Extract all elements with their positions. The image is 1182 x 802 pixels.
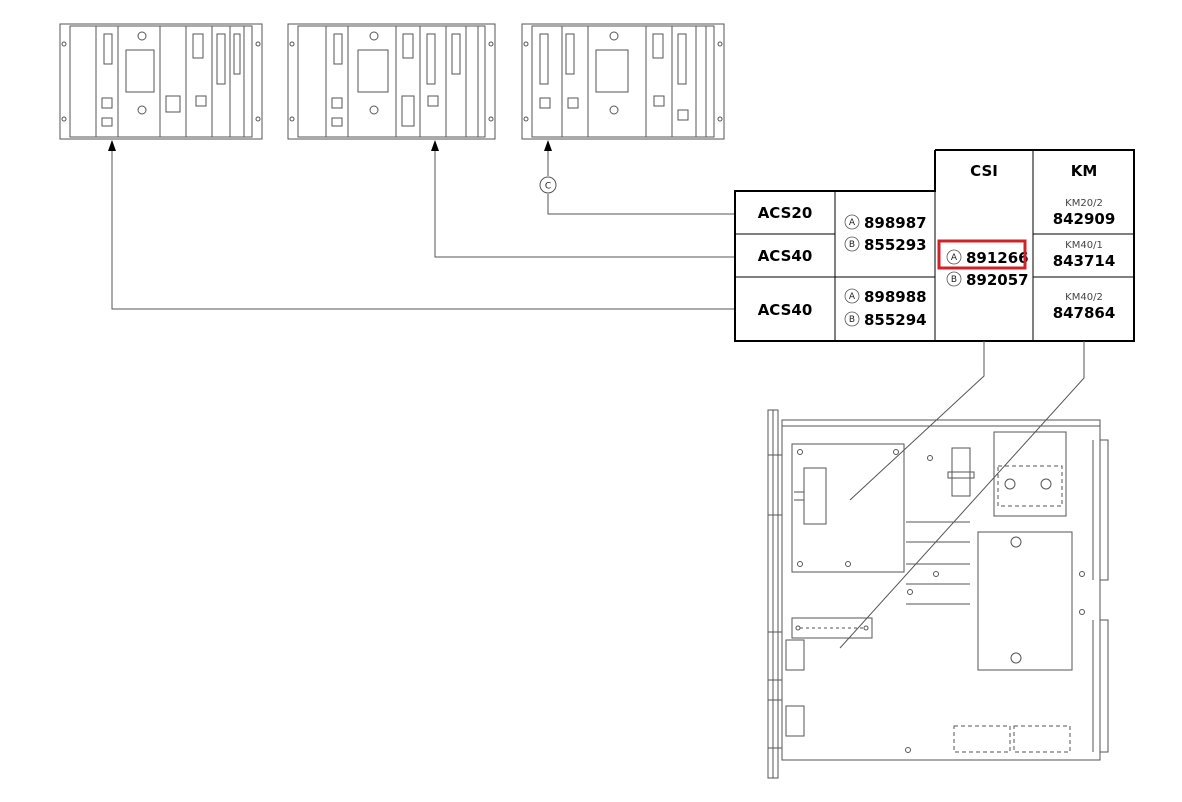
km-model-row-3: KM40/2: [1065, 292, 1103, 303]
km-model-row-1: KM20/2: [1065, 198, 1103, 209]
km-model-part-2: 843714: [1053, 252, 1116, 270]
letter-a-group-1: A: [849, 218, 856, 228]
parts-group-2: A 898988 B 855294: [844, 288, 927, 329]
arrowheads: [108, 140, 552, 151]
rack-unit-2: [287, 23, 496, 140]
csi-parts: A 891266 B 892057: [937, 239, 1029, 289]
parts-table: CSI KM ACS20 ACS40 ACS40 A 898987 B 8552…: [734, 149, 1135, 342]
letter-a-csi: A: [951, 253, 958, 263]
arrowhead-rack-2: [431, 140, 439, 151]
circuit-board: [767, 409, 1109, 779]
part-a-group-1: 898987: [864, 214, 927, 232]
system-row-2: ACS40: [758, 247, 813, 265]
arrowhead-rack-1: [108, 140, 116, 151]
part-a-group-2: 898988: [864, 288, 927, 306]
letter-b-csi: B: [951, 275, 957, 285]
part-b-group-1: 855293: [864, 236, 927, 254]
connector-lines: [111, 150, 735, 310]
letter-b-group-2: B: [849, 315, 855, 325]
header-km: KM: [1071, 162, 1098, 180]
callout-c: C: [539, 176, 557, 194]
part-a-csi: 891266: [966, 249, 1029, 267]
part-b-csi: 892057: [966, 271, 1029, 289]
rack-unit-1: [59, 23, 263, 140]
km-part-row-1: 842909: [1053, 210, 1116, 228]
callout-c-letter: C: [545, 182, 551, 192]
highlight-box: [937, 239, 1027, 270]
parts-group-1: A 898987 B 855293: [844, 214, 927, 254]
letter-a-group-2: A: [849, 292, 856, 302]
km-model-row-2: KM40/1: [1065, 240, 1103, 251]
rack-unit-3: [521, 23, 725, 140]
part-b-group-2: 855294: [864, 311, 927, 329]
system-row-3: ACS40: [758, 301, 813, 319]
header-csi: CSI: [970, 162, 998, 180]
arrowhead-rack-3: [544, 140, 552, 151]
letter-b-group-1: B: [849, 240, 855, 250]
leader-lines: [839, 341, 1085, 649]
system-row-1: ACS20: [758, 204, 813, 222]
km-part-row-3: 847864: [1053, 304, 1116, 322]
